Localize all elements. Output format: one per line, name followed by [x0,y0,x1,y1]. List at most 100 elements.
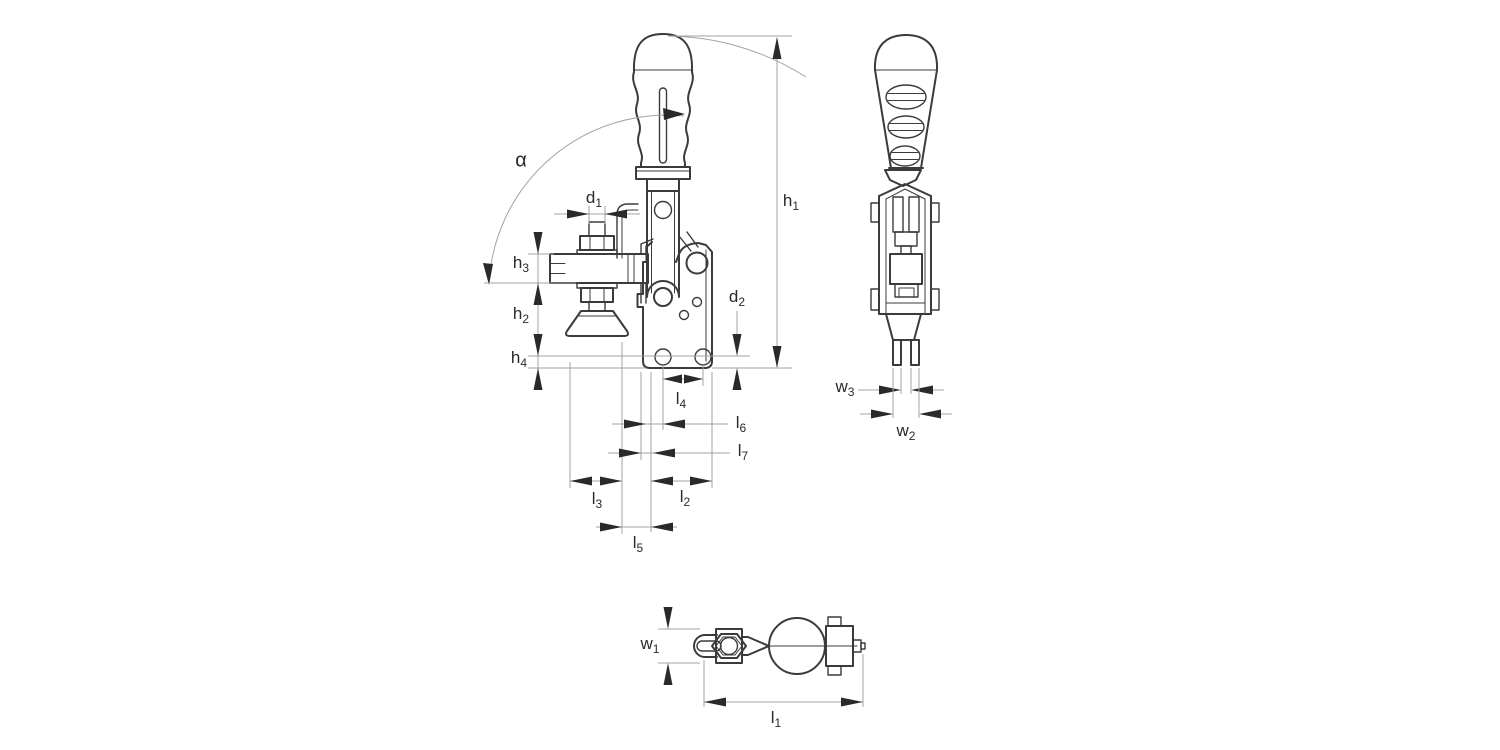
dim-arrow [732,334,742,356]
side-view-dimensions [858,368,952,419]
dim-arrow [663,607,673,629]
dim-arrow [684,374,703,384]
front-view-dimensions [483,35,807,534]
mount-hole-right [694,348,712,366]
dim-label-w2: w2 [896,420,916,444]
top-base-tab-lower [827,665,842,676]
grip-dimple-1-lines [887,93,925,101]
base-hole-small-1 [691,296,703,308]
handle-collar [635,166,691,180]
lever-arm [646,190,680,298]
top-spindle-circle [719,636,739,656]
side-link-bar-right [908,196,920,233]
dim-arrow [911,385,933,395]
dim-arrow [651,476,673,486]
grip-dimple-2-lines [889,123,923,131]
ext-lines-d1 [588,206,606,224]
handle-knob [632,33,694,73]
side-channel [878,195,932,315]
dim-arrow [841,697,863,707]
dim-arrow [619,448,641,458]
dim-label-l3: l3 [591,488,603,512]
dim-arrow [605,209,627,219]
dim-arrow [570,476,592,486]
top-view-dimensions [658,607,864,707]
dim-label-l6: l6 [735,412,747,436]
spindle-nut-top-facets [589,235,605,251]
dim-label-w3: w3 [835,376,855,400]
dim-label-d2: d2 [728,286,746,310]
grip-dimple-3-lines [891,152,919,160]
dim-label-l2: l2 [679,486,691,510]
ext-lines-l1 [703,654,864,707]
side-view [870,34,940,366]
swing-arc-outer [667,35,807,78]
front-view [549,33,713,369]
side-channel-inner [885,198,926,315]
dim-label-h4: h4 [510,347,528,371]
dim-arrow [879,385,901,395]
dim-label-h3: h3 [512,252,530,276]
side-mech-step [900,245,912,255]
dim-label-l5: l5 [632,532,644,556]
dim-arrow [483,263,493,285]
dim-arrow [653,448,675,458]
ext-lines-w3 [900,368,912,394]
dim-arrow [663,374,682,384]
dim-label-l1: l1 [770,707,782,731]
dim-arrow [871,409,893,419]
dim-arrow [533,283,543,305]
side-link-bar-left [892,196,904,233]
top-hex-nut [711,633,747,659]
side-knuckle [884,169,922,187]
dim-arrow [704,697,726,707]
spindle-washer-top [576,249,618,255]
top-bar-capsule [693,634,718,658]
base-hole-small-2 [678,309,690,321]
swing-arc-alpha [488,114,685,284]
side-mech-block-3-inner [898,287,915,298]
dim-label-l4: l4 [675,388,687,412]
side-mech-block-2 [889,253,923,285]
side-prong-right [910,339,920,366]
dim-arrow [533,368,543,390]
top-bar-slot [696,640,722,652]
grip-dimple-2 [887,115,925,139]
handle-grip-left [632,71,643,168]
dim-label-alpha: α [515,149,527,172]
side-mech-block-1 [894,231,918,247]
top-stub-end [860,642,866,650]
grip-dimple-3 [889,145,921,167]
ref-lines-w1 [658,628,700,664]
mount-hole-left [654,348,672,366]
dim-arrow [663,419,685,429]
spindle-rod-bottom [588,301,606,312]
dim-arrow [690,476,712,486]
dim-arrow [919,409,941,419]
side-channel-peak [878,183,932,197]
side-prong-left [892,339,902,366]
dim-arrow [732,368,742,390]
handle-neck [646,178,680,192]
side-channel-peak-inner [885,188,926,200]
dim-arrow [533,232,543,254]
dim-arrow [600,476,622,486]
dim-label-l7: l7 [737,440,749,464]
side-handle-taper [874,69,938,169]
dim-label-d1: d1 [585,187,603,211]
side-fork-taper [885,313,922,341]
clamp-bar [549,253,649,284]
dim-arrow [624,419,646,429]
dim-arrow [533,334,543,356]
dim-label-h1: h1 [782,190,800,214]
dim-arrow [663,663,673,685]
side-tab-top-right [930,202,940,223]
ext-lines-length [569,342,713,534]
side-tab-top-left [870,202,880,223]
side-tab-bottom-right [930,288,940,311]
spindle-nut-top [579,235,615,251]
top-base-tab-upper [827,616,842,627]
spindle-nut-bottom [580,287,614,303]
